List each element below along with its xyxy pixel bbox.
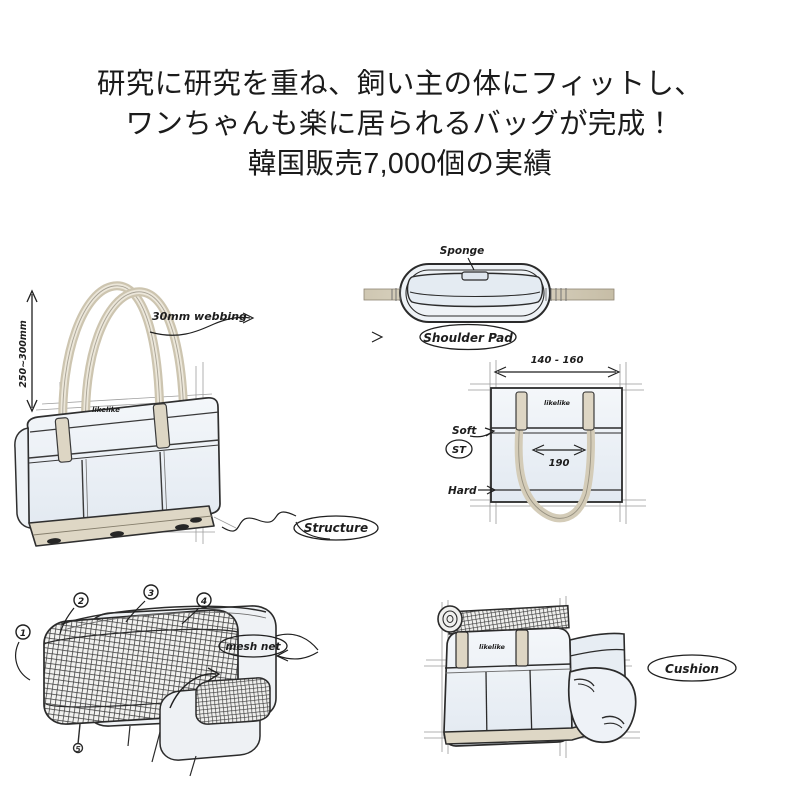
soft-circle-label: ST <box>452 445 467 456</box>
structure-leader <box>221 511 297 532</box>
zipper-pull <box>72 742 84 754</box>
elevation-inner-dimension <box>531 444 587 456</box>
brand-mark-elevation: likelike <box>544 399 571 407</box>
rolled-mat <box>437 604 570 635</box>
bag-foot <box>110 531 124 537</box>
elevation-body <box>490 387 623 503</box>
step-4-label: 4 <box>200 597 207 607</box>
cushion-bag-tab <box>455 631 469 669</box>
bag-handles <box>58 281 189 439</box>
step-1-label: 1 <box>20 629 26 639</box>
sponge-leader <box>467 257 475 271</box>
elevation-width-dimension <box>493 366 621 378</box>
soft-circle-badge: ST <box>445 439 473 459</box>
page-headline: 研究に研究を重ね、飼い主の体にフィットし、 ワンちゃんも楽に居られるバッグが完成… <box>0 64 800 184</box>
sketch-board: likelike 250~300mm 30mm webbing Structur… <box>0 232 800 777</box>
structure-label: Structure <box>304 521 368 535</box>
step-marker: 4 <box>181 592 212 625</box>
step-marker: 2 <box>59 592 89 635</box>
cushion-drape <box>567 667 637 744</box>
sketch-shoulder-pad: Sponge Shoulder Pad <box>363 245 615 351</box>
cushion-label: Cushion <box>665 662 719 676</box>
handle-drop-dimension <box>26 289 38 413</box>
elevation-width-label: 140 - 160 <box>531 355 584 366</box>
sketch-front-elevation: likelike 140 - 160 190 Soft ST <box>445 355 646 524</box>
headline-line-3: 韓国販売7,000個の実績 <box>247 148 553 180</box>
step-marker: 1 <box>15 624 31 681</box>
bag-body: likelike <box>14 396 221 547</box>
cushion-callout: Cushion <box>647 654 737 682</box>
brand-mark-main: likelike <box>92 406 120 414</box>
shoulder-pad-callout: Shoulder Pad <box>419 323 517 351</box>
webbing-leader <box>149 316 251 336</box>
mesh-lid-panel <box>195 677 271 725</box>
headline-line-1: 研究に研究を重ね、飼い主の体にフィットし、 <box>96 68 704 100</box>
sketch-cushion-bag: likelike Cushion <box>424 596 737 758</box>
headline-line-2: ワンちゃんも楽に居られるバッグが完成！ <box>125 108 675 140</box>
step-2-label: 2 <box>78 597 84 607</box>
hard-label: Hard <box>448 485 477 497</box>
bag-foot <box>175 524 189 530</box>
pad-ribbing <box>391 288 567 301</box>
step-marker: 3 <box>125 584 159 623</box>
brand-mark-cushion: likelike <box>479 643 506 651</box>
sketch-main-bag: likelike 250~300mm 30mm webbing Structur… <box>14 281 379 547</box>
bag-foot <box>47 538 61 544</box>
callout-arrow <box>371 331 384 343</box>
sketch-mesh-panel: 1 2 3 4 <box>15 584 319 777</box>
step-5-label: 5 <box>75 745 81 754</box>
step-marker: 5 <box>75 745 81 754</box>
bag-foot <box>190 517 202 523</box>
mesh-net-callout: mesh net <box>218 633 319 662</box>
handle-drop-label: 250~300mm <box>18 320 29 388</box>
fold-arrow <box>169 673 217 709</box>
cushion-bag-tab <box>515 629 529 667</box>
soft-label: Soft <box>452 425 477 437</box>
mesh-net-label: mesh net <box>225 641 281 653</box>
webbing-label: 30mm webbing <box>152 310 247 323</box>
structure-callout: Structure <box>293 515 379 541</box>
mesh-step-markers: 1 2 3 4 <box>15 584 212 754</box>
elevation-inner-label: 190 <box>549 458 570 469</box>
sponge-label: Sponge <box>440 245 484 257</box>
step-3-label: 3 <box>148 589 154 599</box>
pad-sponge-body <box>406 272 544 308</box>
sponge-tab <box>461 271 489 281</box>
shoulder-pad-label: Shoulder Pad <box>423 331 513 345</box>
